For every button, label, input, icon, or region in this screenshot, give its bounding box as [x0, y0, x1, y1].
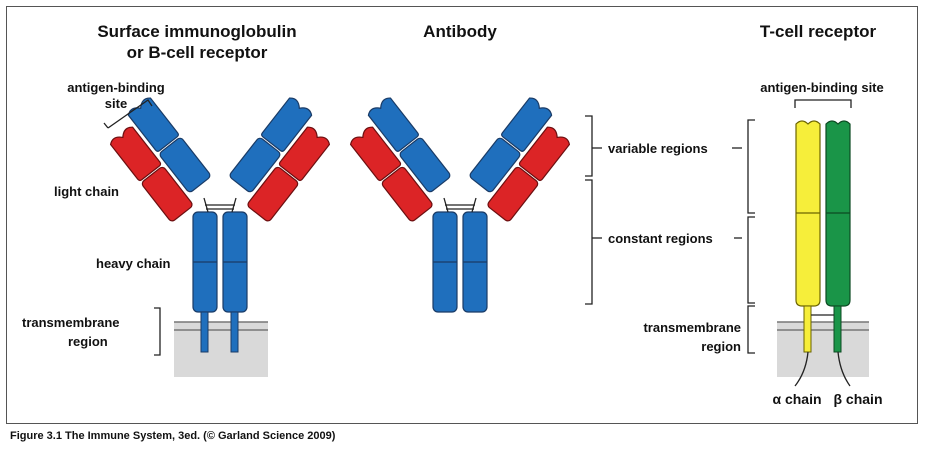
transmembrane-label-line2: region: [68, 334, 108, 349]
tcr-antigen-site-bracket: [794, 99, 852, 108]
figure-frame: [6, 6, 918, 424]
constant-regions-label: constant regions: [608, 231, 713, 246]
antigen-site-label-line1: antigen-binding: [67, 80, 165, 95]
alpha-chain-pointer: [794, 351, 809, 387]
alpha-chain-label: α chain: [772, 391, 821, 407]
bcr-hinge: [203, 197, 237, 213]
antibody-right-arm: [467, 95, 572, 224]
bcr-right-arm: [227, 95, 332, 224]
antibody-heavy-chain-right: [462, 211, 488, 313]
bcr-title-line1: Surface immunoglobulin: [97, 22, 296, 41]
transmembrane-label-line1: transmembrane: [22, 315, 120, 330]
antigen-site-bracket: [107, 99, 153, 129]
variable-regions-bracket-left: [585, 115, 593, 177]
bcr-heavy-chain-right: [222, 211, 248, 353]
tcr-alpha-chain: [795, 120, 821, 353]
tcr-antigen-site-label: antigen-binding site: [760, 80, 884, 95]
beta-chain-pointer: [837, 351, 851, 387]
antibody-heavy-chain-left: [432, 211, 458, 313]
tcr-membrane: [777, 321, 869, 377]
bcr-heavy-chain-left: [192, 211, 218, 353]
tcr-title: T-cell receptor: [760, 22, 877, 41]
antigen-site-label-line2: site: [105, 96, 127, 111]
beta-chain-label: β chain: [834, 391, 883, 407]
constant-regions-bracket-left: [585, 179, 593, 305]
light-chain-label: light chain: [54, 184, 119, 199]
bcr-left-arm: [108, 95, 213, 224]
antibody-title: Antibody: [423, 22, 497, 41]
variable-regions-bracket-right: [747, 119, 755, 214]
variable-regions-label: variable regions: [608, 141, 708, 156]
antibody-left-arm: [348, 95, 453, 224]
constant-regions-bracket-right: [747, 216, 755, 304]
figure-caption: Figure 3.1 The Immune System, 3ed. (© Ga…: [10, 430, 336, 442]
antibody-hinge: [443, 197, 477, 213]
tcr-transmembrane-bracket: [747, 305, 755, 354]
tcr-transmembrane-label-line1: transmembrane: [643, 320, 741, 335]
heavy-chain-label: heavy chain: [96, 256, 170, 271]
bcr-transmembrane-bracket: [154, 307, 161, 356]
tcr-beta-chain: [825, 120, 851, 353]
bcr-title-line2: or B-cell receptor: [127, 43, 268, 62]
bcr-membrane: [174, 321, 268, 377]
tcr-transmembrane-label-line2: region: [701, 339, 741, 354]
